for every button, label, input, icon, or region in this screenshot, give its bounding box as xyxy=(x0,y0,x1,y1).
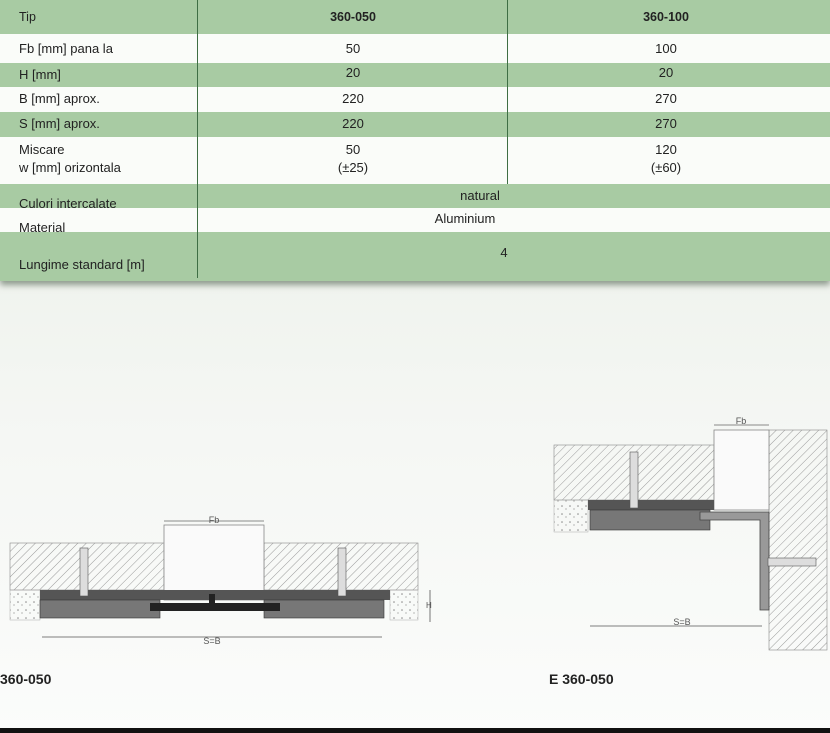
fb-label: Fb xyxy=(736,416,747,426)
row-value: 50 xyxy=(345,142,361,157)
table-row-culori: Culori intercalate natural xyxy=(0,184,830,211)
header-col-360-100: 360-100 xyxy=(643,10,689,24)
row-value: 270 xyxy=(655,116,677,131)
row-value: 100 xyxy=(655,41,677,56)
table-header-row: Tip 360-050 360-100 xyxy=(0,0,830,34)
row-label: H [mm] xyxy=(19,67,61,82)
right-drawing-caption: E 360-050 xyxy=(549,671,614,687)
joint-gap xyxy=(163,524,265,601)
row-value: 270 xyxy=(655,91,677,106)
sb-label: S=B xyxy=(203,636,220,646)
row-value: 4 xyxy=(500,245,508,260)
row-label: Fb [mm] pana la xyxy=(19,41,113,56)
left-joint-drawing: Fb S=B H xyxy=(9,515,432,646)
right-bedding xyxy=(389,589,419,621)
left-anchor-bolt xyxy=(79,547,89,597)
row-value: natural xyxy=(460,188,500,203)
table-row-lungime: Lungime standard [m] 4 xyxy=(0,232,830,281)
spec-table: Tip 360-050 360-100 Fb [mm] pana la 50 1… xyxy=(0,0,830,281)
row-value: 120 xyxy=(655,142,677,157)
row-label: Lungime standard [m] xyxy=(19,257,145,272)
row-value: Aluminium xyxy=(434,211,496,226)
row-value: 20 xyxy=(345,65,361,80)
cover-plate xyxy=(150,603,280,611)
table-row: S [mm] aprox. 220 270 xyxy=(0,112,830,137)
material-label: Material xyxy=(19,220,66,235)
center-pin xyxy=(209,594,215,603)
table-row: Miscare w [mm] orizontala 50 (±25) 120 (… xyxy=(0,137,830,184)
fb-label: Fb xyxy=(209,515,220,525)
table-row: H [mm] 20 20 xyxy=(0,63,830,87)
row-label: Culori intercalate xyxy=(19,196,117,211)
header-label: Tip xyxy=(19,10,36,24)
wall-anchor-bolt xyxy=(767,557,817,567)
profile-base xyxy=(589,509,711,531)
row-value: 20 xyxy=(658,65,674,80)
table-row-material: Aluminium xyxy=(0,208,830,232)
row-value: 220 xyxy=(342,116,364,131)
row-value: (±60) xyxy=(650,160,682,175)
row-value: 220 xyxy=(342,91,364,106)
aluminium-profile xyxy=(588,500,714,510)
left-bedding xyxy=(9,589,41,621)
row-label: S [mm] aprox. xyxy=(19,116,100,131)
row-value: (±25) xyxy=(337,160,369,175)
right-profile-base xyxy=(263,599,385,619)
h-label: H xyxy=(426,601,432,610)
table-row: B [mm] aprox. 220 270 xyxy=(0,87,830,112)
wall-slab xyxy=(768,429,828,651)
sb-label: S=B xyxy=(673,617,690,627)
angle-cover xyxy=(699,511,770,611)
row-label: B [mm] aprox. xyxy=(19,91,100,106)
left-drawing-caption: 360-050 xyxy=(0,671,52,687)
row-label: w [mm] orizontala xyxy=(19,160,121,175)
row-label: Miscare xyxy=(19,142,65,157)
row-value: 50 xyxy=(345,41,361,56)
right-joint-drawing: Fb S=B xyxy=(553,416,828,651)
column-divider xyxy=(197,0,198,278)
technical-drawings: Fb S=B H Fb S=B xyxy=(9,416,828,651)
header-col-360-050: 360-050 xyxy=(330,10,376,24)
anchor-bolt xyxy=(629,451,639,509)
bedding xyxy=(553,499,589,533)
right-anchor-bolt xyxy=(337,547,347,597)
table-row: Fb [mm] pana la 50 100 xyxy=(0,34,830,63)
column-divider xyxy=(507,0,508,184)
bottom-border xyxy=(0,728,830,733)
wall-joint-gap xyxy=(713,429,770,511)
left-profile-base xyxy=(39,599,161,619)
